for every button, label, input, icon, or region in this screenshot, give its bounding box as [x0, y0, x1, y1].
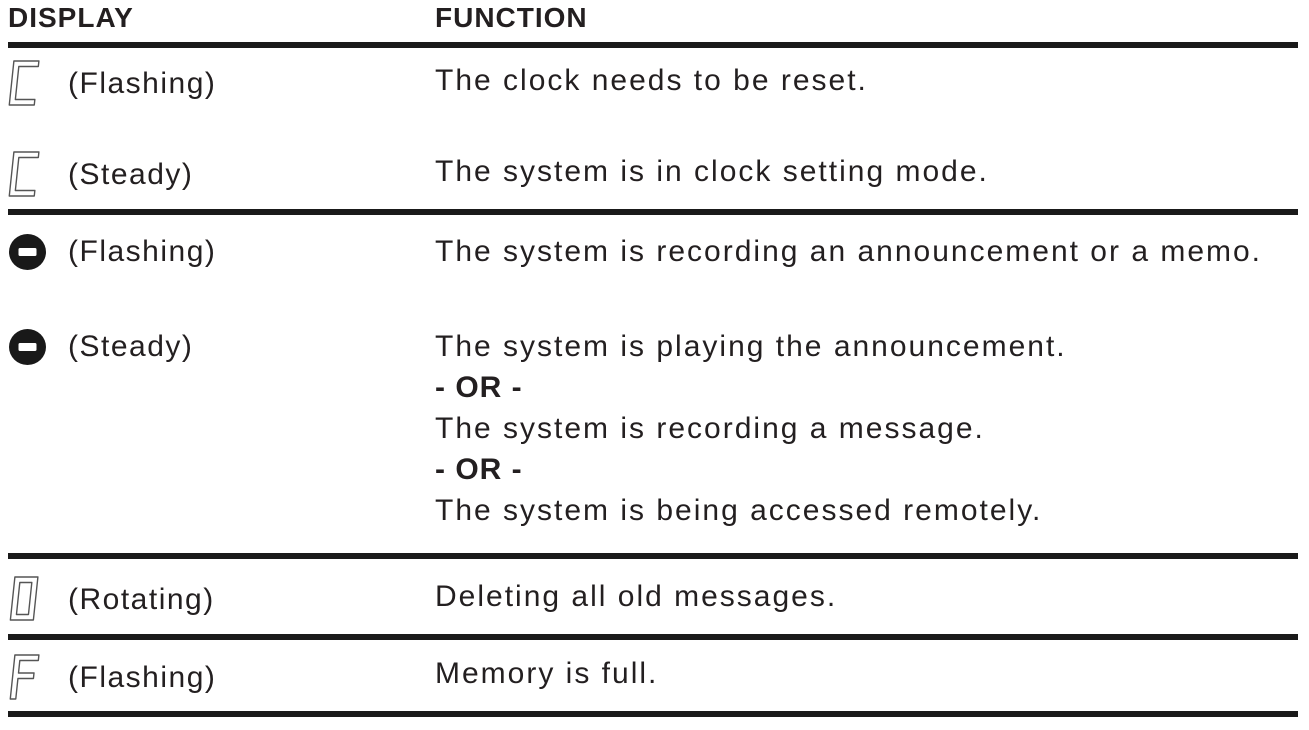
function-text: The system is recording a message. [435, 412, 985, 445]
function-cell: Deleting all old messages. [435, 576, 1298, 617]
table-header-row: DISPLAY FUNCTION [8, 0, 1298, 42]
function-or-separator: - OR - [435, 371, 523, 404]
table-row: (Flashing) Memory is full. [8, 653, 1298, 701]
function-text: The clock needs to be reset. [435, 64, 868, 97]
display-icon-slot [8, 151, 54, 197]
seven-segment-c-icon [8, 60, 40, 106]
function-text: The system is recording an announcement … [435, 235, 1263, 268]
section-rule [8, 711, 1298, 717]
table-row: (Steady) The system is playing the annou… [8, 326, 1298, 531]
function-cell: The system is in clock setting mode. [435, 151, 1298, 192]
table-section: (Rotating) Deleting all old messages. [8, 559, 1298, 634]
display-cell: (Steady) [8, 326, 435, 367]
table-row: (Steady) The system is in clock setting … [8, 151, 1298, 197]
record-indicator-icon [9, 233, 46, 270]
display-state-label: (Flashing) [68, 235, 217, 268]
display-icon-slot [8, 653, 54, 701]
header-rule [8, 42, 1298, 48]
display-state-label: (Rotating) [68, 582, 215, 616]
display-state-label: (Steady) [68, 330, 194, 363]
display-state-label: (Flashing) [68, 660, 217, 694]
function-text: The system is in clock setting mode. [435, 155, 989, 188]
record-indicator-icon [9, 328, 46, 365]
display-state-label: (Flashing) [68, 66, 217, 100]
column-header-function: FUNCTION [435, 2, 588, 33]
table-section: (Flashing) The clock needs to be reset. … [8, 48, 1298, 209]
table-body: (Flashing) The clock needs to be reset. … [8, 48, 1298, 717]
display-icon-slot [8, 328, 54, 366]
table-section: (Flashing) Memory is full. [8, 640, 1298, 711]
display-cell: (Flashing) [8, 60, 435, 106]
display-icon-slot [8, 60, 54, 106]
table-row: (Rotating) Deleting all old messages. [8, 576, 1298, 622]
table-section: (Flashing) The system is recording an an… [8, 215, 1298, 553]
display-icon-slot [8, 576, 54, 622]
function-text: The system is being accessed remotely. [435, 494, 1043, 527]
display-state-label: (Steady) [68, 157, 194, 191]
seven-segment-zero-icon [9, 576, 39, 621]
display-cell: (Steady) [8, 151, 435, 197]
function-cell: The system is playing the announcement. -… [435, 326, 1298, 531]
seven-segment-c-icon [8, 151, 40, 197]
function-cell: The system is recording an announcement … [435, 231, 1298, 272]
display-cell: (Rotating) [8, 576, 435, 622]
table-row: (Flashing) The clock needs to be reset. [8, 60, 1298, 106]
seven-segment-f-icon [9, 654, 40, 700]
display-icon-slot [8, 233, 54, 271]
section-rule [8, 634, 1298, 640]
function-cell: The clock needs to be reset. [435, 60, 1298, 101]
section-rule [8, 553, 1298, 559]
section-rule [8, 209, 1298, 215]
function-text: The system is playing the announcement. [435, 330, 1067, 363]
function-or-separator: - OR - [435, 453, 523, 486]
column-header-display: DISPLAY [8, 2, 134, 33]
display-cell: (Flashing) [8, 231, 435, 272]
function-text: Memory is full. [435, 657, 659, 690]
display-cell: (Flashing) [8, 653, 435, 701]
function-text: Deleting all old messages. [435, 580, 838, 613]
table-row: (Flashing) The system is recording an an… [8, 231, 1298, 272]
function-cell: Memory is full. [435, 653, 1298, 694]
